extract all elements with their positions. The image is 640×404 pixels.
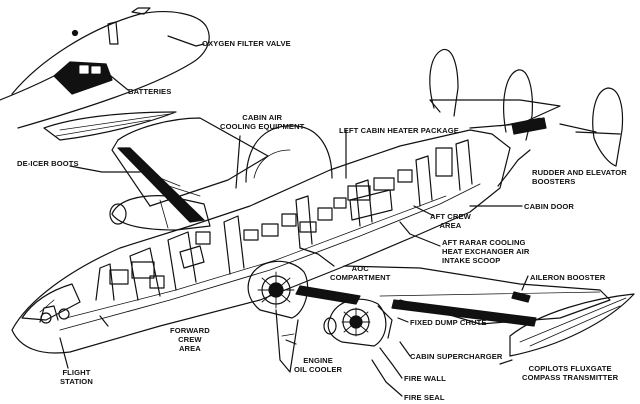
label-line: BOOSTERS [532, 177, 576, 186]
label-aoc-compartment: AOC COMPARTMENT [330, 264, 390, 282]
label-flight-station: FLIGHT STATION [60, 368, 93, 386]
label-copilots-fluxgate-compass: COPILOTS FLUXGATE COMPASS TRANSMITTER [522, 364, 618, 382]
engine-outer [323, 298, 393, 347]
right-wing-de-icer-2 [391, 299, 537, 327]
engine-inner [247, 260, 309, 373]
label-aft-crew-area: AFT CREW AREA [430, 212, 471, 230]
label-batteries: BATTERIES [128, 87, 172, 96]
label-left-cabin-heater-package: LEFT CABIN HEATER PACKAGE [339, 126, 459, 135]
label-cabin-door: CABIN DOOR [524, 202, 574, 211]
label-aileron-booster: AILERON BOOSTER [530, 273, 606, 282]
label-line: AFT RARAR COOLING [442, 238, 526, 247]
label-line: OIL COOLER [294, 365, 343, 374]
label-rudder-elevator-boosters: RUDDER AND ELEVATOR BOOSTERS [532, 168, 627, 186]
label-engine-oil-cooler: ENGINE OIL COOLER [294, 356, 342, 374]
label-line: HEAT EXCHANGER AIR [442, 247, 530, 256]
left-wing [109, 117, 269, 231]
label-fire-seal: FIRE SEAL [404, 393, 445, 402]
label-line: FLIGHT [62, 368, 91, 377]
label-oxygen-filter-valve: OXYGEN FILTER VALVE [202, 39, 291, 48]
label-aft-radar-cooling: AFT RARAR COOLING HEAT EXCHANGER AIR INT… [442, 238, 529, 265]
label-line: CABIN AIR [242, 113, 283, 122]
label-line: AREA [439, 221, 462, 230]
compass-transmitter [509, 293, 635, 357]
label-line: AREA [178, 344, 201, 353]
label-de-icer-boots: DE-ICER BOOTS [17, 159, 79, 168]
label-line: ENGINE [303, 356, 333, 365]
label-line: FORWARD [170, 326, 210, 335]
right-wing-de-icer [295, 285, 361, 305]
label-line: AOC [351, 264, 369, 273]
tail-assembly [429, 48, 624, 167]
de-icer-boot-outline [43, 111, 177, 141]
label-line: COPILOTS FLUXGATE [528, 364, 612, 373]
label-line: RUDDER AND ELEVATOR [532, 168, 627, 177]
label-forward-crew-area: FORWARD CREW AREA [170, 326, 210, 353]
label-line: COMPARTMENT [330, 273, 391, 282]
fuselage [11, 125, 511, 354]
label-line: COOLING EQUIPMENT [220, 122, 305, 131]
de-icer-boot [117, 147, 205, 223]
label-cabin-supercharger: CABIN SUPERCHARGER [410, 352, 503, 361]
label-fire-wall: FIRE WALL [404, 374, 446, 383]
right-wing [295, 265, 611, 327]
nose-inset [0, 7, 210, 129]
label-line: STATION [60, 377, 93, 386]
label-line: COMPASS TRANSMITTER [522, 373, 619, 382]
label-fixed-dump-chute: FIXED DUMP CHUTE [410, 318, 487, 327]
radar-dome [245, 125, 333, 183]
label-line: CREW [178, 335, 202, 344]
label-cabin-air-cooling-equipment: CABIN AIR COOLING EQUIPMENT [220, 113, 304, 131]
label-line: INTAKE SCOOP [442, 256, 501, 265]
label-line: AFT CREW [430, 212, 471, 221]
